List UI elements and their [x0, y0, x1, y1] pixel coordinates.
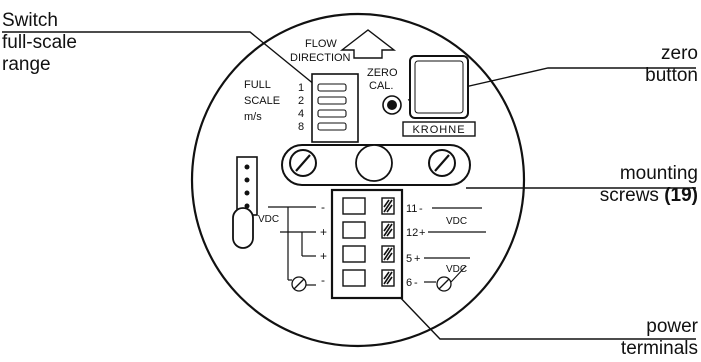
terminal-left-sign-1: -	[321, 200, 325, 214]
dip-switch-block[interactable]	[311, 73, 359, 143]
switch-value-1: 1	[298, 82, 304, 94]
brand-plate	[402, 121, 476, 137]
callout-mounting-screws-text: screws	[599, 185, 659, 206]
right-vdc-top-label: VDC	[446, 216, 467, 227]
terminal-left-sign-4: -	[321, 273, 325, 287]
brand-name: KROHNE	[412, 124, 465, 136]
full-scale-unit: m/s	[244, 111, 262, 123]
flow-direction-line2: DIRECTION	[290, 52, 351, 64]
full-scale-line2: SCALE	[244, 95, 280, 107]
terminal-right-sign-5: +	[414, 253, 420, 265]
flow-arrow-icon	[339, 29, 397, 59]
housing-outline	[190, 12, 526, 348]
leader-switch	[2, 31, 316, 86]
callout-mounting-line1: mounting	[619, 163, 698, 184]
leader-power	[394, 291, 696, 340]
terminal-number-6: 6	[406, 277, 412, 289]
callout-power-terminals: power terminals	[621, 316, 698, 360]
callout-mounting-line2: screws (19)	[600, 185, 698, 207]
terminal-number-5: 5	[406, 253, 412, 265]
mounting-screw-right[interactable]	[428, 149, 456, 177]
terminal-right-sign-12: +	[419, 227, 425, 239]
terminal-number-11: 11	[406, 203, 417, 215]
mounting-screw-left[interactable]	[289, 149, 317, 177]
callout-power-line1: power	[646, 316, 698, 337]
callout-switch-line1: Switch	[2, 10, 58, 31]
left-slot	[232, 207, 254, 249]
terminal-right-sign-6: -	[414, 277, 418, 289]
zero-cal-button[interactable]	[382, 95, 402, 115]
display-window-inner	[414, 60, 464, 114]
left-ground-symbol	[291, 276, 307, 292]
terminal-left-sign-2: +	[320, 225, 327, 239]
center-hole	[355, 144, 393, 182]
callout-zero-line1: zero	[661, 43, 698, 64]
zero-cal-line2: CAL.	[369, 80, 393, 92]
full-scale-line1: FULL	[244, 79, 271, 91]
left-wiring	[268, 206, 316, 286]
switch-value-4: 4	[298, 108, 304, 120]
switch-value-8: 8	[298, 121, 304, 133]
callout-switch-line3: range	[2, 54, 51, 75]
terminal-number-12: 12	[406, 227, 418, 239]
right-wiring	[424, 207, 486, 283]
terminal-right-sign-11: -	[419, 203, 423, 215]
display-window	[409, 55, 469, 119]
flow-direction-line1: FLOW	[305, 38, 337, 50]
terminal-left-sign-3: +	[320, 249, 327, 263]
callout-mounting-screws: mounting screws (19)	[600, 163, 698, 207]
callout-zero-button: zero button	[645, 43, 698, 87]
terminal-block[interactable]	[330, 188, 404, 300]
right-ground-symbol	[436, 265, 467, 292]
callout-power-line2: terminals	[620, 338, 698, 359]
left-vdc-label: VDC	[258, 214, 279, 225]
switch-value-2: 2	[298, 95, 304, 107]
callout-zero-line2: button	[645, 65, 698, 86]
zero-cal-line1: ZERO	[367, 67, 398, 79]
mounting-bar	[281, 144, 471, 186]
callout-switch-line2: full-scale	[2, 32, 77, 53]
callout-switch-range: Switch full-scale range	[2, 10, 77, 76]
side-connector	[236, 156, 258, 216]
leader-lines	[2, 31, 696, 340]
callout-mounting-ref: (19)	[664, 185, 698, 206]
right-vdc-bottom-label: VDC	[446, 264, 467, 275]
